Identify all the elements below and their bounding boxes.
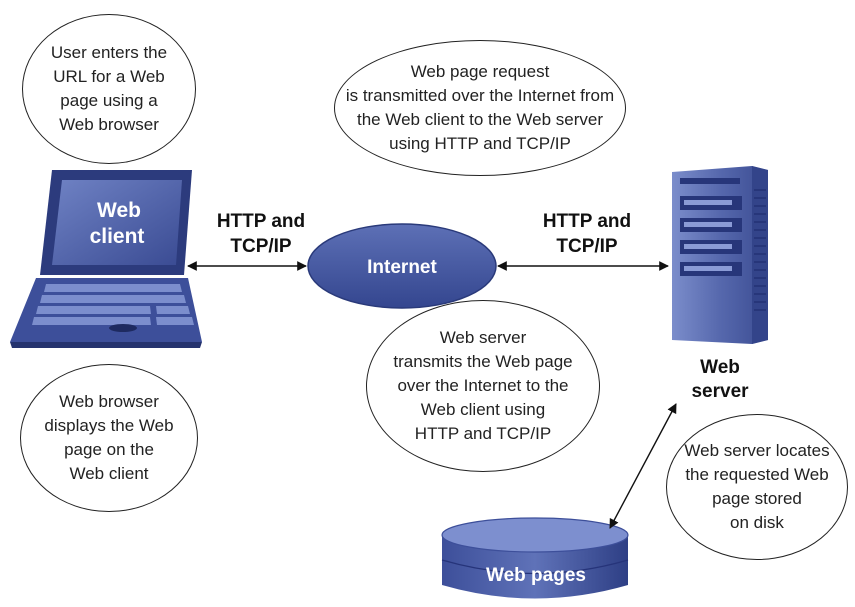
server-locates-text: Web server locates the requested Web pag… (684, 441, 830, 532)
web-client-label-line1: Web (97, 199, 141, 222)
browser-displays-bubble: Web browser displays the Web page on the… (20, 364, 198, 512)
web-server-label: Web server (691, 357, 749, 402)
server-disk-arrow (609, 403, 677, 529)
request-transmitted-text: Web page request is transmitted over the… (345, 62, 615, 153)
server-locates-bubble: Web server locates the requested Web pag… (666, 414, 848, 560)
user-enters-url-text: User enters the URL for a Web page using… (50, 43, 168, 134)
protocol-label-right: HTTP and TCP/IP (542, 211, 632, 257)
web-pages-label: Web pages (486, 565, 586, 586)
user-enters-url-bubble: User enters the URL for a Web page using… (22, 14, 196, 164)
web-client-label-line2: client (90, 225, 145, 248)
server-tower-icon (672, 166, 768, 344)
internet-oval (307, 223, 497, 309)
browser-displays-text: Web browser displays the Web page on the… (44, 392, 174, 483)
request-transmitted-bubble: Web page request is transmitted over the… (334, 40, 626, 176)
protocol-label-left: HTTP and TCP/IP (216, 211, 306, 257)
server-transmits-text: Web server transmits the Web page over t… (393, 328, 573, 443)
laptop-icon (10, 170, 202, 348)
internet-label: Internet (367, 257, 437, 278)
disk-storage-icon (441, 517, 629, 599)
server-transmits-bubble: Web server transmits the Web page over t… (366, 300, 600, 472)
